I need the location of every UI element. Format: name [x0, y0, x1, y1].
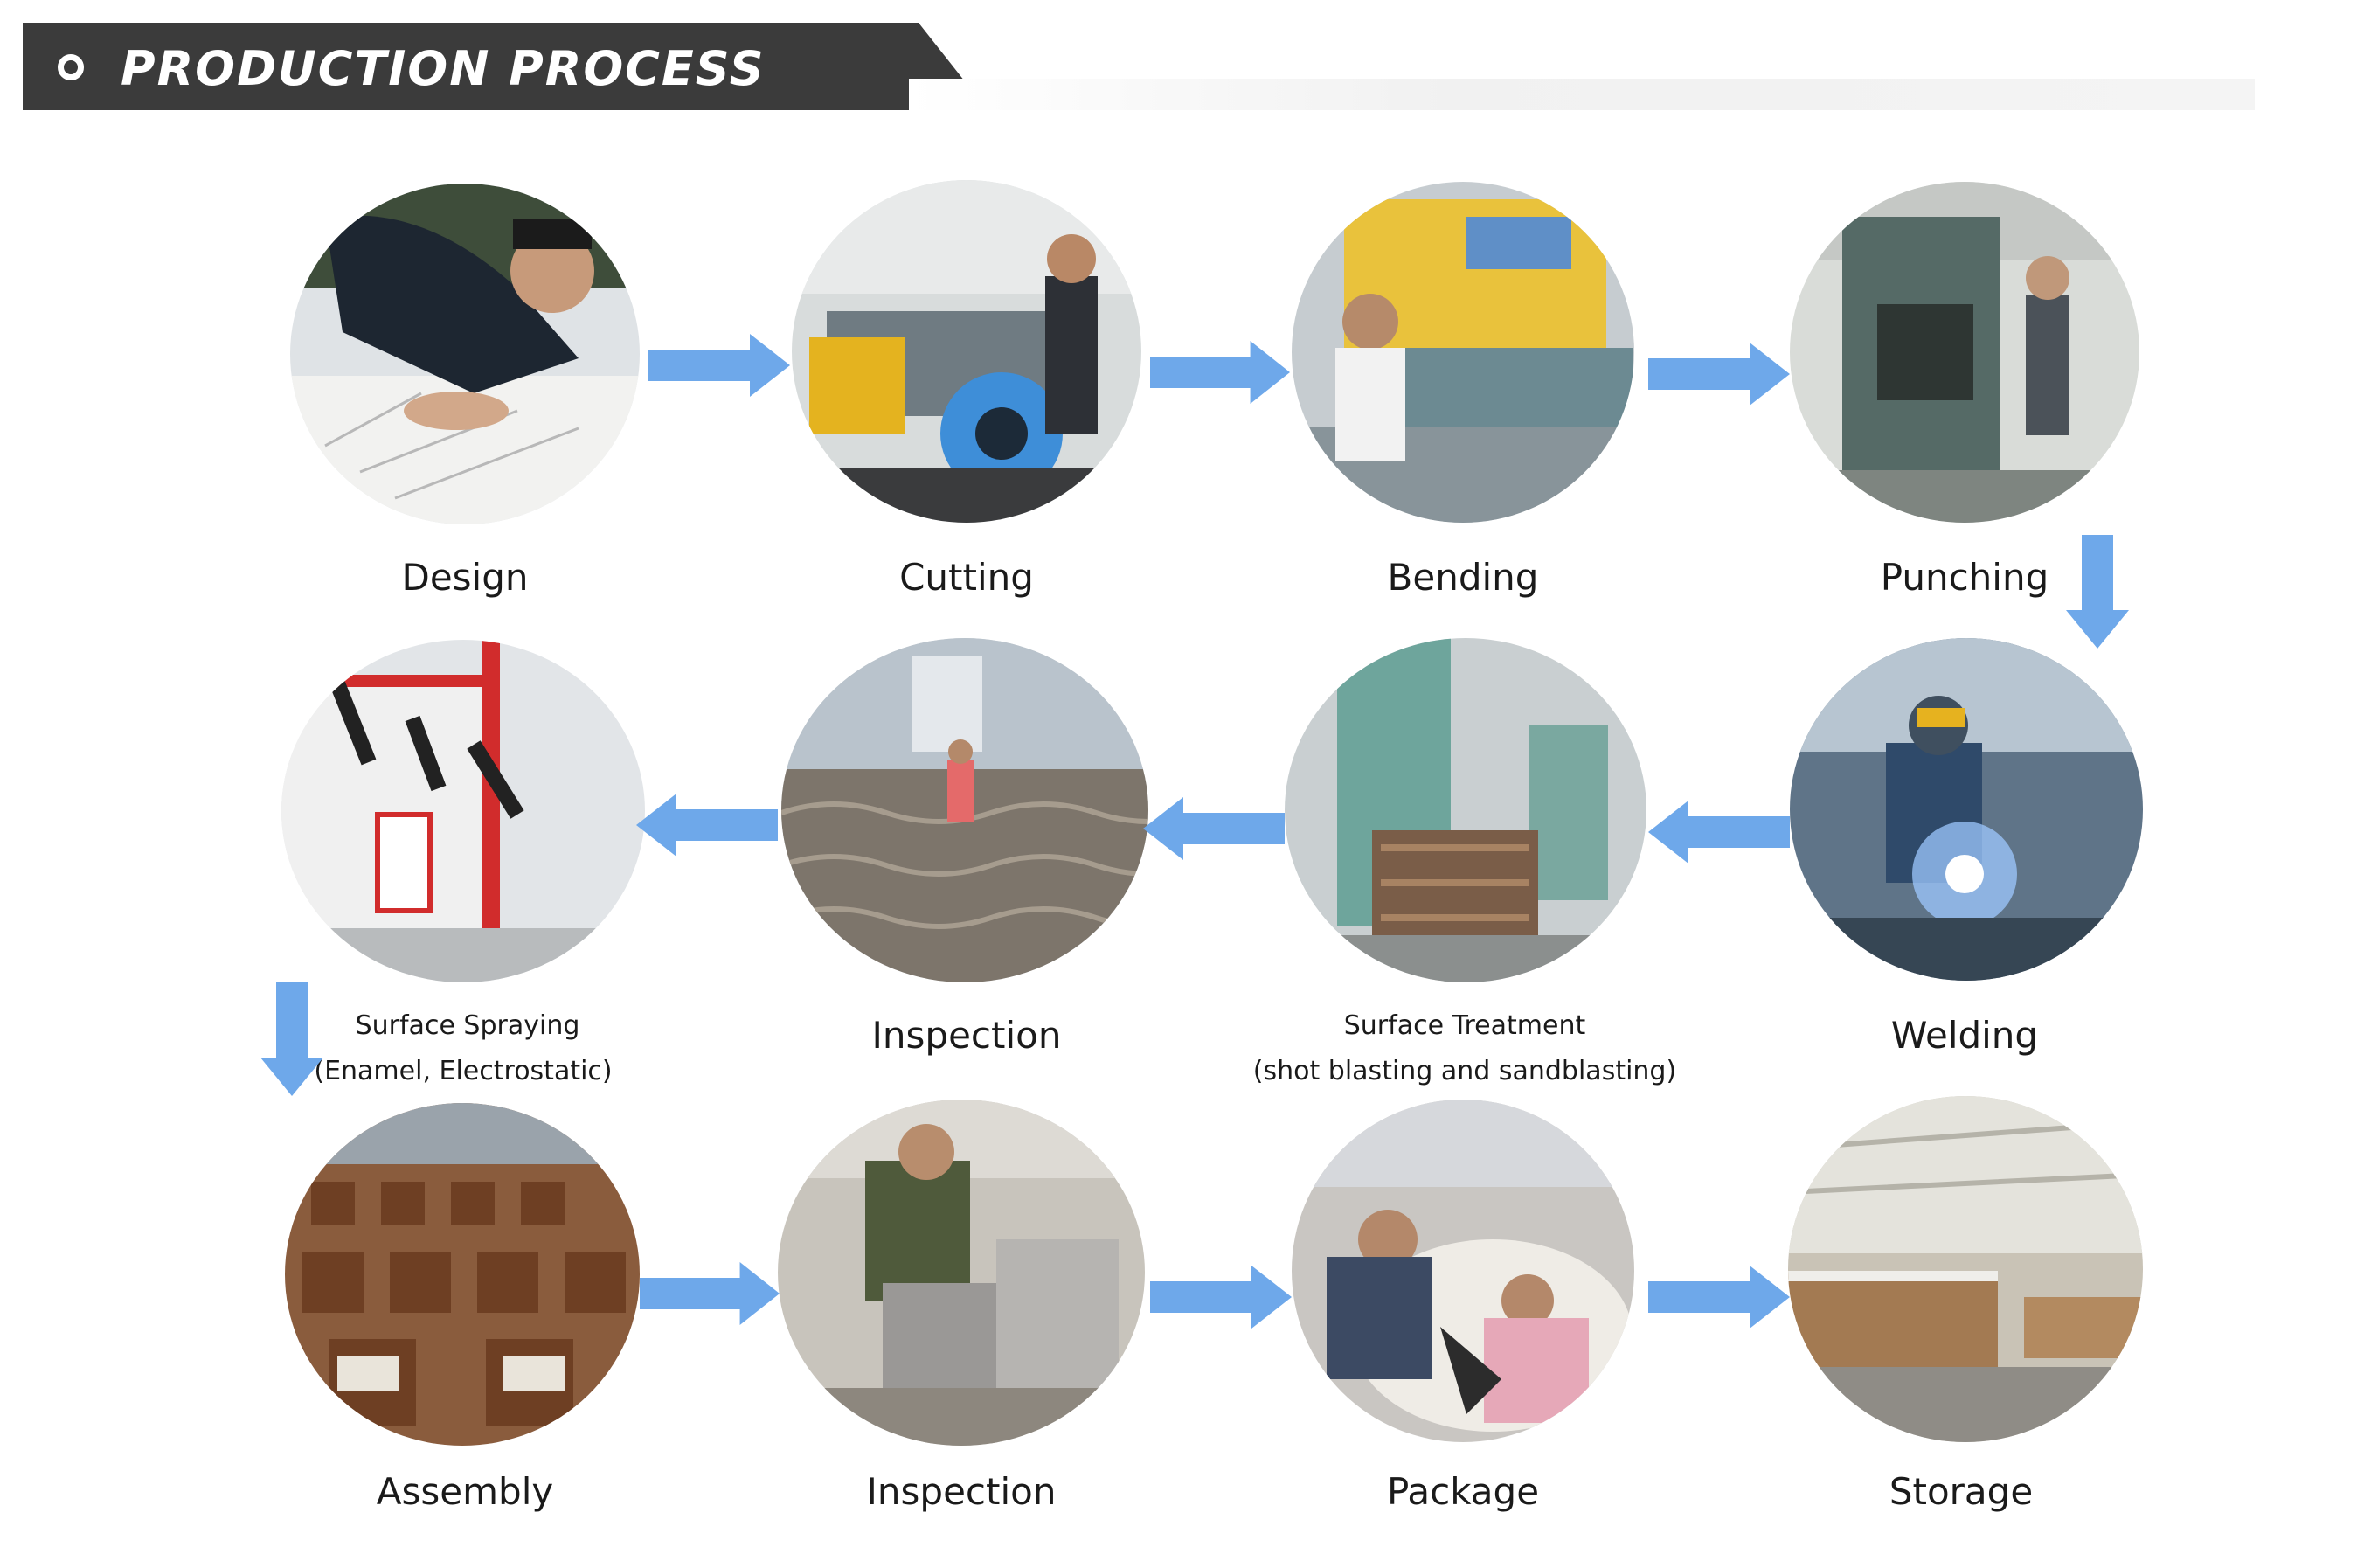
punching-photo — [1790, 182, 2139, 523]
step-label-storage: Storage — [1889, 1470, 2034, 1513]
step-label-design: Design — [401, 556, 529, 599]
arrow-right-icon — [640, 1262, 780, 1325]
arrow-right-icon — [1648, 1266, 1790, 1329]
step-label-inspection-2: Inspection — [866, 1470, 1057, 1513]
arrow-left-icon — [636, 794, 778, 857]
step-sublabel-surface-spraying: (Enamel, Electrostatic) — [314, 1056, 613, 1086]
arrow-right-icon — [1150, 341, 1290, 404]
arrow-left-icon — [1143, 797, 1285, 860]
step-label-package: Package — [1386, 1470, 1540, 1513]
step-label-bending: Bending — [1387, 556, 1539, 599]
step-label-surface-treatment: Surface Treatment — [1343, 1010, 1586, 1041]
assembly-photo — [285, 1103, 640, 1446]
storage-photo — [1788, 1096, 2143, 1442]
step-label-punching: Punching — [1880, 556, 2049, 599]
welding-photo — [1790, 638, 2143, 981]
arrow-right-icon — [648, 334, 790, 397]
inspection-2-photo — [778, 1100, 1145, 1446]
arrow-right-icon — [1150, 1266, 1292, 1329]
inspection-photo — [781, 638, 1148, 982]
header-divider — [909, 79, 2255, 110]
arrow-right-icon — [1648, 343, 1790, 406]
surface-treatment-photo — [1285, 638, 1646, 982]
section-title: PRODUCTION PROCESS — [121, 41, 766, 96]
arrow-down-icon — [260, 982, 323, 1096]
cutting-photo — [792, 180, 1141, 523]
arrow-down-icon — [2066, 535, 2129, 649]
design-photo — [290, 184, 640, 524]
step-label-inspection-1: Inspection — [871, 1014, 1062, 1057]
step-sublabel-surface-treatment: (shot blasting and sandblasting) — [1252, 1056, 1677, 1086]
surface-spraying-photo — [281, 640, 645, 982]
circle-bullet-icon — [58, 54, 84, 80]
step-label-assembly: Assembly — [376, 1470, 554, 1513]
package-photo — [1292, 1100, 1634, 1442]
step-label-cutting: Cutting — [899, 556, 1034, 599]
step-label-surface-spraying: Surface Spraying — [355, 1010, 580, 1041]
step-label-welding: Welding — [1890, 1014, 2039, 1057]
section-header-band — [23, 23, 988, 110]
bending-photo — [1292, 182, 1634, 523]
arrow-left-icon — [1648, 801, 1790, 864]
